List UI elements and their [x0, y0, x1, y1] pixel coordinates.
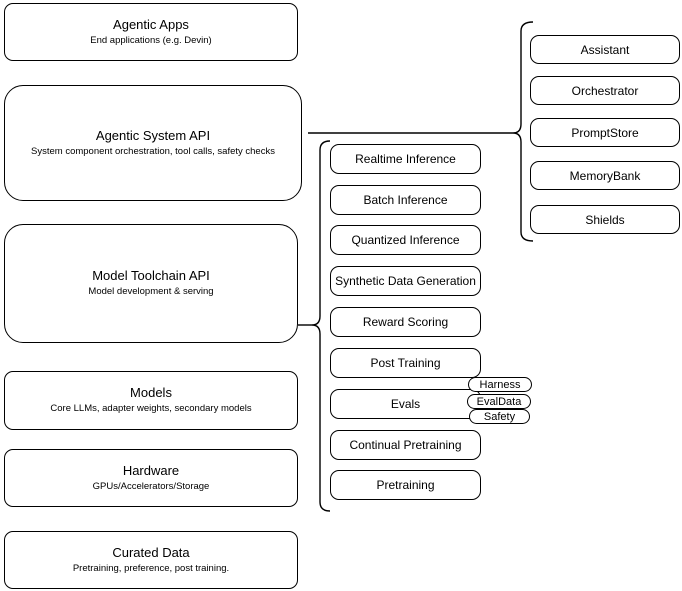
node-reward-scoring: Reward Scoring: [330, 307, 481, 337]
node-pretraining: Pretraining: [330, 470, 481, 500]
node-quantized-inference: Quantized Inference: [330, 225, 481, 255]
node-label: Reward Scoring: [362, 315, 449, 329]
node-evals: Evals: [330, 389, 481, 419]
node-subtitle: Core LLMs, adapter weights, secondary mo…: [50, 403, 252, 415]
node-agentic-system-api: Agentic System API System component orch…: [4, 85, 302, 201]
node-label: PromptStore: [571, 125, 639, 140]
node-shields: Shields: [530, 205, 680, 234]
node-subtitle: End applications (e.g. Devin): [90, 34, 212, 46]
tag-label: EvalData: [476, 395, 522, 408]
node-label: Pretraining: [376, 478, 435, 492]
node-label: Evals: [390, 397, 421, 411]
node-label: Continual Pretraining: [349, 438, 462, 452]
node-subtitle: Model development & serving: [88, 286, 214, 298]
node-hardware: Hardware GPUs/Accelerators/Storage: [4, 449, 298, 507]
node-label: Shields: [585, 212, 625, 227]
node-continual-pretraining: Continual Pretraining: [330, 430, 481, 460]
node-post-training: Post Training: [330, 348, 481, 378]
node-realtime-inference: Realtime Inference: [330, 144, 481, 174]
node-title: Models: [130, 385, 172, 401]
node-title: Agentic System API: [95, 127, 211, 143]
tag-evaldata: EvalData: [467, 394, 531, 409]
node-label: Batch Inference: [363, 193, 448, 207]
node-subtitle: Pretraining, preference, post training.: [72, 562, 230, 574]
node-batch-inference: Batch Inference: [330, 185, 481, 215]
node-title: Curated Data: [112, 544, 190, 560]
tag-safety: Safety: [469, 409, 530, 424]
node-label: Quantized Inference: [351, 233, 460, 247]
toolchain-brace: [311, 140, 331, 512]
node-promptstore: PromptStore: [530, 118, 680, 147]
node-curated-data: Curated Data Pretraining, preference, po…: [4, 531, 298, 589]
node-agentic-apps: Agentic Apps End applications (e.g. Devi…: [4, 3, 298, 61]
node-models: Models Core LLMs, adapter weights, secon…: [4, 371, 298, 430]
node-label: Realtime Inference: [355, 152, 456, 166]
node-label: Orchestrator: [571, 83, 639, 98]
node-synthetic-data-generation: Synthetic Data Generation: [330, 266, 481, 296]
node-memorybank: MemoryBank: [530, 161, 680, 190]
node-title: Hardware: [122, 462, 180, 478]
node-label: Post Training: [370, 356, 441, 370]
tag-label: Harness: [479, 378, 521, 391]
node-title: Model Toolchain API: [92, 268, 210, 284]
node-label: Synthetic Data Generation: [335, 274, 476, 288]
node-label: Assistant: [580, 42, 630, 57]
node-title: Agentic Apps: [113, 16, 189, 32]
node-label: MemoryBank: [569, 168, 641, 183]
tag-harness: Harness: [468, 377, 532, 392]
node-model-toolchain-api: Model Toolchain API Model development & …: [4, 224, 298, 343]
node-orchestrator: Orchestrator: [530, 76, 680, 105]
node-subtitle: GPUs/Accelerators/Storage: [92, 480, 210, 492]
tag-label: Safety: [483, 410, 516, 423]
node-subtitle: System component orchestration, tool cal…: [31, 145, 275, 157]
node-assistant: Assistant: [530, 35, 680, 64]
